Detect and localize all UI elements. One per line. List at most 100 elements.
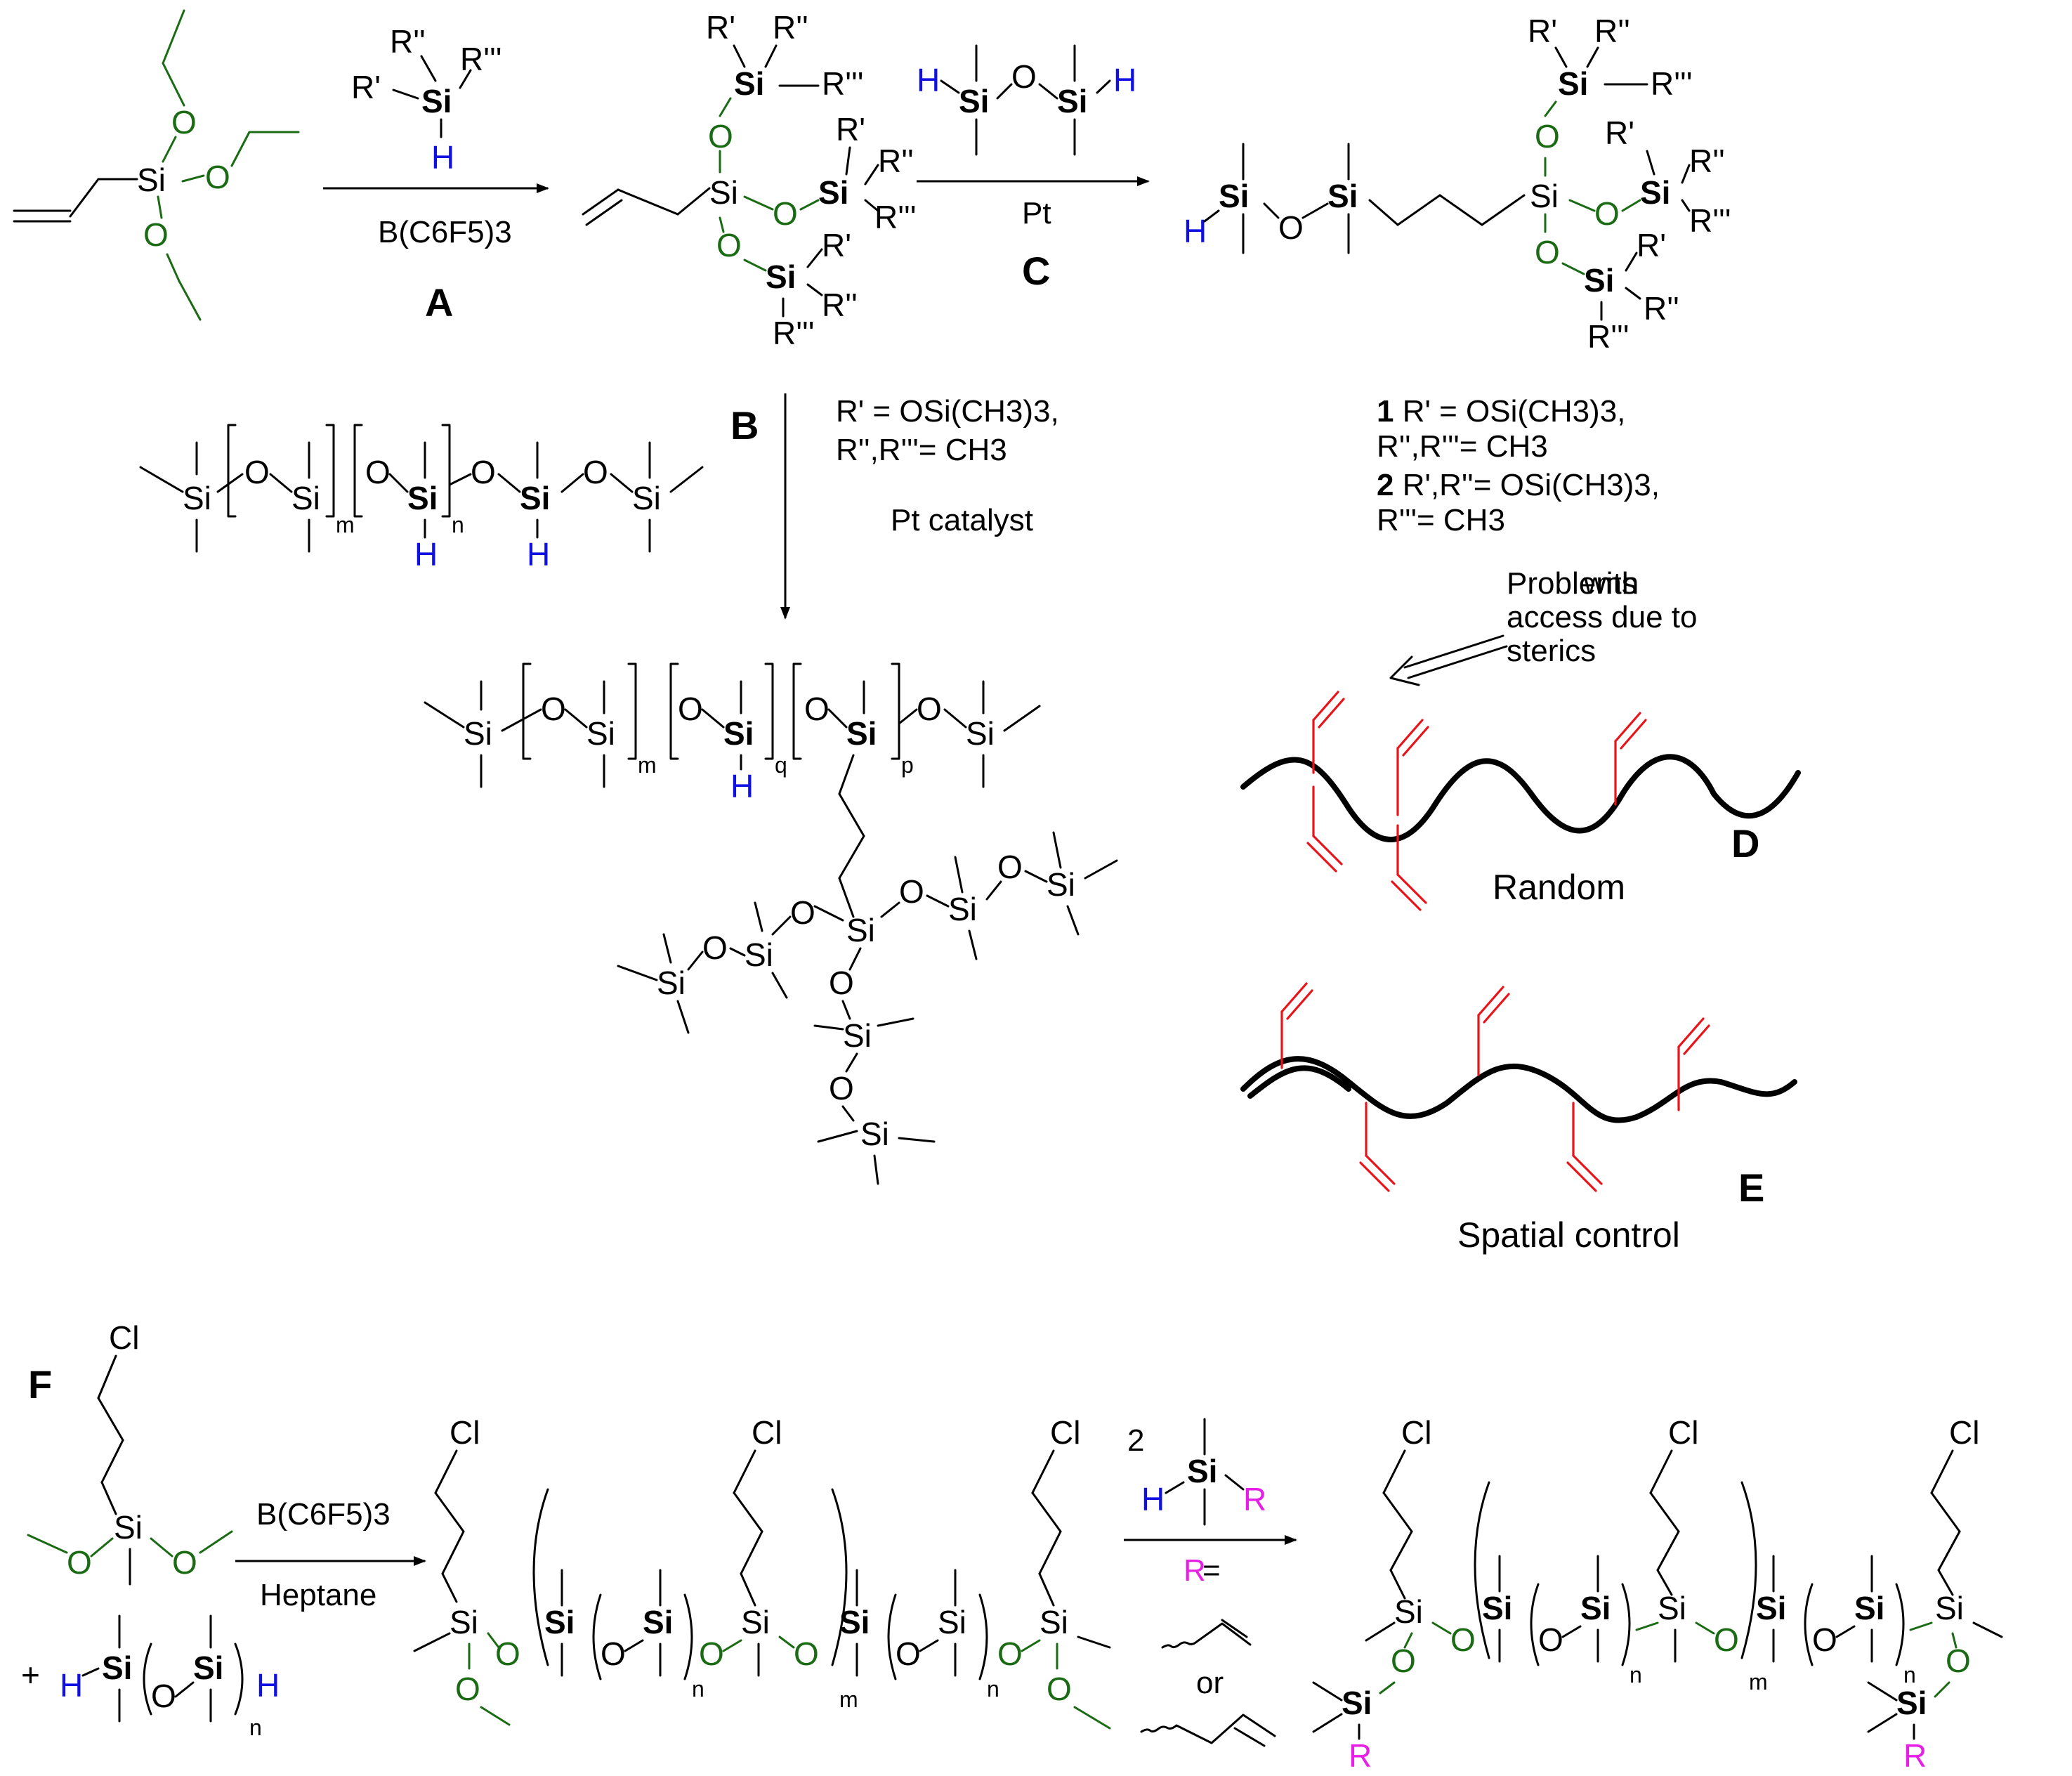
svg-text:Si: Si	[1756, 1590, 1786, 1626]
svg-text:O: O	[997, 1635, 1023, 1672]
svg-text:R''': R'''	[822, 65, 864, 102]
svg-text:R''': R'''	[1587, 318, 1630, 355]
svg-text:R'',R'''= CH3: R'',R'''= CH3	[836, 433, 1007, 467]
svg-text:O: O	[151, 1678, 176, 1714]
svg-text:R: R	[1349, 1737, 1372, 1774]
svg-text:H: H	[527, 536, 550, 573]
svg-text:Si: Si	[657, 965, 686, 1001]
svg-text:Si: Si	[846, 715, 877, 752]
svg-text:O: O	[829, 1070, 854, 1106]
svg-text:n: n	[1630, 1662, 1642, 1687]
svg-text:O: O	[601, 1635, 626, 1672]
svg-text:m: m	[1749, 1669, 1768, 1695]
svg-text:Si: Si	[1040, 1604, 1068, 1640]
svg-text:Cl: Cl	[1949, 1414, 1979, 1451]
svg-text:Si: Si	[1394, 1593, 1423, 1630]
svg-text:n: n	[452, 512, 464, 537]
svg-text:Cl: Cl	[1668, 1414, 1698, 1451]
allyltriethoxysilane: Si O O O	[13, 9, 300, 321]
svg-text:n: n	[249, 1715, 262, 1740]
svg-text:m: m	[336, 512, 355, 537]
svg-text:R': R'	[822, 227, 851, 263]
svg-text:Si: Si	[723, 715, 754, 752]
svg-text:Si: Si	[1327, 178, 1358, 214]
svg-text:Si: Si	[407, 480, 438, 516]
svg-text:m: m	[638, 752, 657, 778]
svg-text:O: O	[896, 1635, 921, 1672]
svg-text:Si: Si	[709, 174, 738, 211]
svg-text:Pt catalyst: Pt catalyst	[891, 503, 1033, 537]
svg-text:R: R	[1903, 1737, 1927, 1774]
svg-text:Cl: Cl	[1050, 1414, 1080, 1451]
o-atom-label: O	[171, 104, 197, 141]
caption-random: Random	[1493, 868, 1625, 907]
svg-text:R''': R'''	[874, 199, 917, 235]
svg-text:O: O	[1594, 195, 1620, 232]
caption-spatial-control: Spatial control	[1457, 1215, 1680, 1255]
svg-text:Si: Si	[1530, 178, 1559, 214]
svg-text:R': R'	[351, 69, 381, 105]
svg-text:R': R'	[1637, 227, 1666, 263]
svg-text:R'': R''	[1644, 290, 1679, 327]
svg-text:Si: Si	[114, 1509, 143, 1546]
svg-text:R': R'	[706, 9, 735, 46]
svg-text:Si: Si	[1219, 178, 1249, 214]
svg-text:Cl: Cl	[752, 1414, 782, 1451]
svg-text:O: O	[678, 691, 703, 727]
panel-label-c: C	[1022, 249, 1050, 293]
svg-text:O: O	[1946, 1643, 1971, 1679]
svg-text:Si: Si	[818, 174, 848, 211]
svg-text:O: O	[790, 894, 815, 931]
svg-text:Si: Si	[183, 480, 211, 516]
svg-text:Cl: Cl	[1401, 1414, 1431, 1451]
svg-text:Si: Si	[843, 1017, 872, 1054]
svg-text:Si: Si	[450, 1604, 478, 1640]
svg-text:H: H	[256, 1667, 280, 1704]
svg-text:R''': R'''	[460, 41, 502, 77]
svg-text:O: O	[829, 965, 854, 1001]
grafted-polymer: Si O Si m O Si H q O Si p O Si	[424, 662, 1118, 1185]
allyl-tris-siloxysilane: Si O Si R' R'' R''' O Si R' R'' R''' O S…	[582, 9, 917, 351]
svg-text:Si: Si	[846, 912, 875, 948]
step-b: B R' = OSi(CH3)3, R'',R'''= CH3 Pt catal…	[730, 393, 1059, 620]
svg-text:2 R',R''= OSi(CH3)3,: 2 R',R''= OSi(CH3)3,	[1377, 468, 1660, 502]
svg-text:H: H	[1113, 62, 1136, 98]
panel-label-a: A	[425, 280, 453, 325]
svg-text:O: O	[1535, 118, 1560, 155]
svg-text:n: n	[692, 1676, 704, 1702]
svg-text:O: O	[495, 1635, 520, 1672]
svg-text:R'''= CH3: R'''= CH3	[1377, 503, 1505, 537]
svg-text:Si: Si	[1057, 83, 1087, 119]
svg-text:R'': R''	[390, 23, 426, 60]
svg-text:O: O	[1535, 234, 1560, 270]
svg-text:Si: Si	[193, 1650, 223, 1686]
svg-text:H: H	[414, 536, 438, 573]
svg-text:H: H	[730, 768, 754, 804]
svg-text:Si: Si	[544, 1604, 575, 1640]
svg-text:O: O	[773, 195, 798, 232]
svg-text:R''': R'''	[773, 315, 815, 351]
svg-text:O: O	[1278, 209, 1304, 246]
svg-text:sterics: sterics	[1507, 634, 1596, 668]
svg-text:+: +	[21, 1657, 40, 1693]
svg-text:Si: Si	[1935, 1590, 1964, 1626]
svg-text:Si: Si	[1342, 1685, 1372, 1721]
products-1-2: H Si O Si Si O Si R' R'' R''' O Si R' R'…	[1183, 13, 1731, 537]
svg-text:H: H	[431, 139, 454, 176]
svg-text:Si: Si	[966, 715, 995, 752]
svg-text:Si: Si	[520, 480, 550, 516]
svg-text:R: R	[1183, 1553, 1206, 1588]
svg-text:O: O	[583, 454, 608, 490]
svg-text:O: O	[899, 873, 924, 910]
svg-text:Si: Si	[741, 1604, 770, 1640]
svg-text:m: m	[839, 1687, 858, 1712]
svg-text:R'': R''	[878, 143, 914, 179]
svg-text:R' = OSi(CH3)3,: R' = OSi(CH3)3,	[836, 394, 1059, 429]
svg-text:Si: Si	[860, 1116, 889, 1152]
svg-text:R': R'	[836, 111, 865, 148]
svg-text:Si: Si	[1658, 1590, 1686, 1626]
svg-text:n: n	[1903, 1662, 1916, 1687]
svg-text:Si: Si	[839, 1604, 870, 1640]
step-a: R'' R''' R' Si H B(C6F5)3 A	[323, 23, 549, 325]
panel-label-b: B	[730, 403, 759, 448]
